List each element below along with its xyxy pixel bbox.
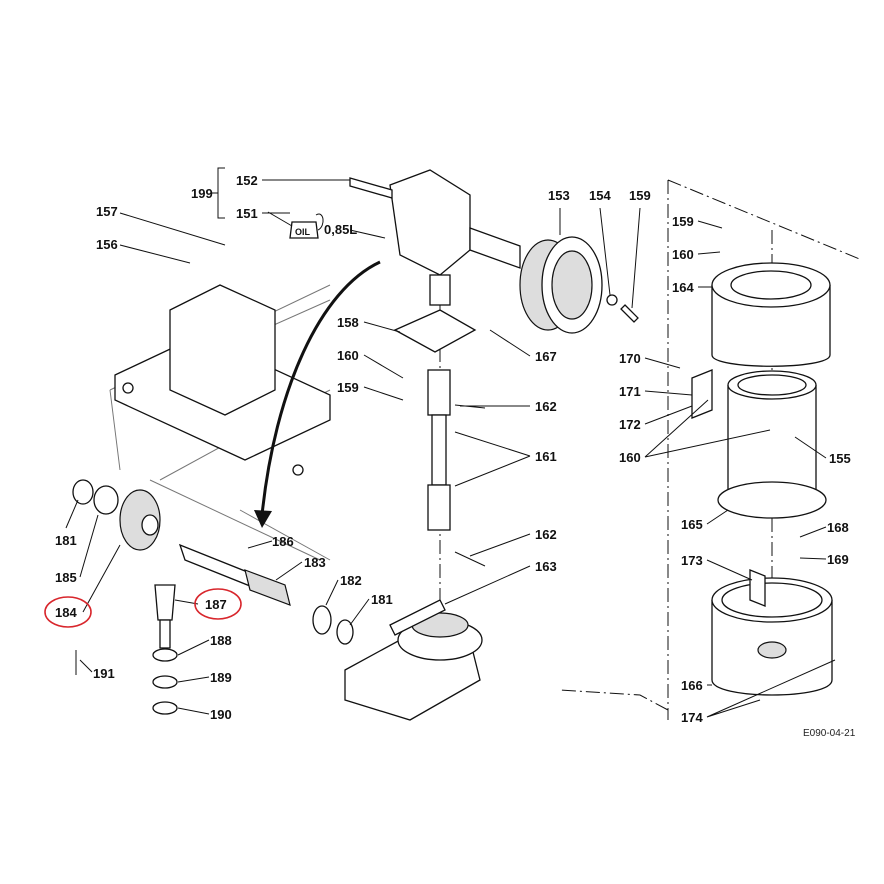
label-159: 159 <box>337 380 359 395</box>
label-158: 158 <box>337 315 359 330</box>
label-162: 162 <box>535 527 557 542</box>
label-165: 165 <box>681 517 703 532</box>
label-156: 156 <box>96 237 118 252</box>
label-185: 185 <box>55 570 77 585</box>
label-160: 160 <box>619 450 641 465</box>
label-183: 183 <box>304 555 326 570</box>
label-170: 170 <box>619 351 641 366</box>
label-157: 157 <box>96 204 118 219</box>
gearbox-163 <box>344 599 483 721</box>
bracket-171 <box>691 369 713 419</box>
label-184: 184 <box>55 605 77 620</box>
label-191: 191 <box>93 666 115 681</box>
plate-158 <box>393 309 477 353</box>
label-152: 152 <box>236 173 258 188</box>
arrow-head-icon <box>254 510 272 528</box>
label-173: 173 <box>681 553 703 568</box>
label-166: 166 <box>681 678 703 693</box>
tube-assembly <box>711 262 833 696</box>
drawing-code: E090-04-21 <box>803 728 856 739</box>
label-151: 151 <box>236 206 258 221</box>
label-171: 171 <box>619 384 641 399</box>
label-163: 163 <box>535 559 557 574</box>
gearbox-152 <box>349 169 521 306</box>
label-181: 181 <box>371 592 393 607</box>
leader-lines <box>65 167 836 718</box>
label-159: 159 <box>629 188 651 203</box>
cardan-shaft-161 <box>427 369 486 567</box>
highlight-circle-184 <box>44 596 92 628</box>
label-160: 160 <box>672 247 694 262</box>
label-155: 155 <box>829 451 851 466</box>
arrow-line <box>260 260 381 516</box>
label-160: 160 <box>337 348 359 363</box>
label-159: 159 <box>672 214 694 229</box>
bolt-159 <box>620 304 639 323</box>
label-167: 167 <box>535 349 557 364</box>
label-188: 188 <box>210 633 232 648</box>
label-199: 199 <box>191 186 213 201</box>
pulley-153 <box>519 236 603 334</box>
label-190: 190 <box>210 707 232 722</box>
label-186: 186 <box>272 534 294 549</box>
label-174: 174 <box>681 710 703 725</box>
label-181: 181 <box>55 533 77 548</box>
label-162: 162 <box>535 399 557 414</box>
label-169: 169 <box>827 552 849 567</box>
label-182: 182 <box>340 573 362 588</box>
bevel-gear-drive <box>72 479 354 715</box>
oil-can-icon: OIL <box>267 211 324 239</box>
label-172: 172 <box>619 417 641 432</box>
label-153: 153 <box>548 188 570 203</box>
label-oil-volume: 0,85L <box>324 222 357 237</box>
highlight-circle-187 <box>194 588 242 620</box>
label-189: 189 <box>210 670 232 685</box>
label-154: 154 <box>589 188 611 203</box>
label-168: 168 <box>827 520 849 535</box>
oil-text: OIL <box>295 227 311 237</box>
washer-154 <box>606 294 618 306</box>
label-161: 161 <box>535 449 557 464</box>
label-187: 187 <box>205 597 227 612</box>
callout-labels: 199 152 151 0,85L 153 154 159 157 156 15… <box>55 173 851 725</box>
label-164: 164 <box>672 280 694 295</box>
assembly-boundary <box>559 179 863 720</box>
